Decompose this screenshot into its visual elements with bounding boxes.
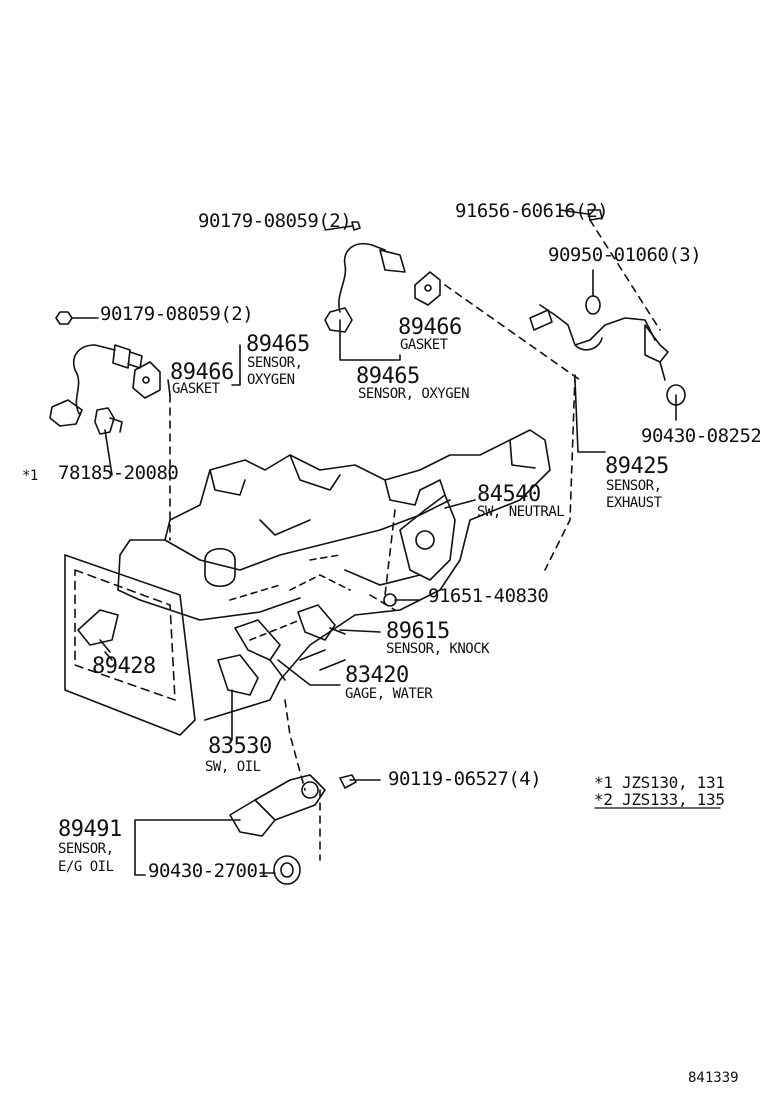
part-number-83530: 83530: [208, 734, 272, 759]
part-number-89428: 89428: [92, 654, 156, 679]
part-name-gasket-left: GASKET: [172, 381, 220, 397]
exhaust-sensor: [529, 209, 686, 406]
water-gauge: [234, 619, 286, 681]
part-number-84540: 84540: [477, 482, 541, 507]
part-name-gasket-upper: GASKET: [400, 337, 448, 353]
oil-switch: [217, 654, 259, 731]
part-number-90179-upper: 90179-08059(2): [198, 210, 352, 232]
engine-oil-sensor: [229, 774, 357, 885]
oxygen-sensor-left: [49, 311, 143, 427]
illustration-reference-number: 841339: [688, 1070, 739, 1086]
dashed-leaders: [169, 219, 661, 861]
part-number-89615: 89615: [386, 619, 450, 644]
part-name-exhaust-sensor-2: EXHAUST: [606, 495, 662, 511]
part-number-89465-upper: 89465: [356, 364, 420, 389]
sensor-89428: [77, 609, 119, 653]
part-number-90950: 90950-01060(3): [548, 244, 702, 266]
part-number-83420: 83420: [345, 663, 409, 688]
part-number-89466-left: 89466: [170, 360, 234, 385]
part-number-89465-left: 89465: [246, 332, 310, 357]
part-name-knock-sensor: SENSOR, KNOCK: [386, 641, 490, 657]
part-number-89425: 89425: [605, 454, 669, 479]
transmission-housing: [117, 429, 551, 721]
part-number-90179-left: 90179-08059(2): [100, 303, 254, 325]
part-name-exhaust-sensor-1: SENSOR,: [606, 478, 662, 494]
part-name-engine-oil-sensor-1: SENSOR,: [58, 841, 114, 857]
part-number-90430-27001: 90430-27001: [148, 860, 269, 882]
part-number-89491: 89491: [58, 817, 122, 842]
part-number-78185: 78185-20080: [58, 462, 179, 484]
solid-leaders: [71, 209, 721, 876]
part-name-engine-oil-sensor-2: E/G OIL: [58, 859, 114, 875]
variant-note-2: *2 JZS133, 135: [594, 790, 725, 809]
part-number-91656: 91656-60616(2): [455, 200, 609, 222]
gasket-left: [132, 361, 161, 399]
part-name-oxygen-sensor-left-2: OXYGEN: [247, 372, 295, 388]
part-name-neutral-switch: SW, NEUTRAL: [477, 504, 565, 520]
part-name-oil-switch: SW, OIL: [205, 759, 261, 775]
part-number-89466-upper: 89466: [398, 315, 462, 340]
oxygen-sensor-upper: [324, 221, 406, 333]
part-name-oxygen-sensor-left-1: SENSOR,: [247, 355, 303, 371]
part-name-oxygen-sensor-upper: SENSOR, OXYGEN: [358, 386, 470, 402]
bracket-78185: [94, 407, 123, 435]
part-name-water-gauge: GAGE, WATER: [345, 686, 433, 702]
knock-sensor: [297, 604, 346, 641]
front-plate: [64, 554, 196, 736]
part-number-90430-08252: 90430-08252: [641, 425, 760, 447]
variant-marker-1: *1: [22, 468, 38, 484]
part-number-90119: 90119-06527(4): [388, 768, 542, 790]
part-number-91651: 91651-40830: [428, 585, 549, 607]
gasket-upper: [414, 271, 441, 306]
variant-note-1: *1 JZS130, 131: [594, 773, 725, 792]
